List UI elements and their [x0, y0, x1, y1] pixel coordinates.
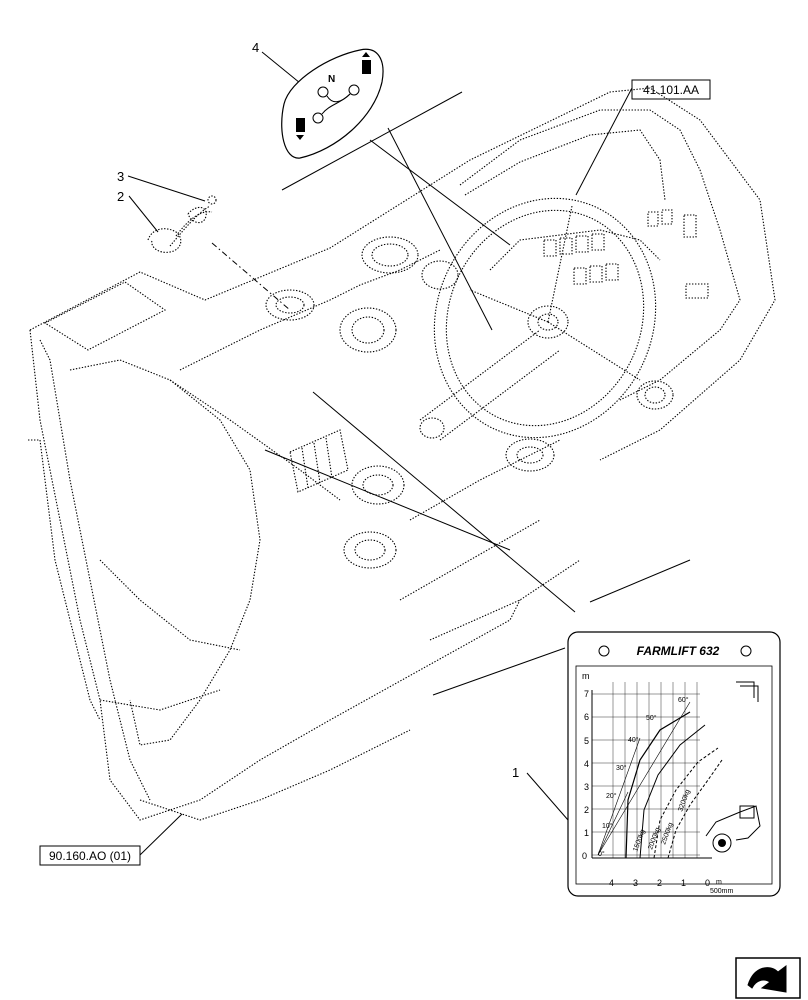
- angle-label: 30°: [616, 764, 627, 772]
- mounting-hole-icon: [598, 645, 610, 657]
- cab-dashboard-outline: [28, 87, 776, 821]
- angle-label: 10°: [602, 822, 613, 830]
- reference-box-top[interactable]: 41.101.AA: [631, 79, 711, 100]
- y-tick: 1: [584, 828, 589, 838]
- boom-angle-labels: 60° 50° 40° 30° 20° 10° 0°: [598, 696, 689, 858]
- angle-label: 20°: [606, 792, 617, 800]
- lock-pin-clip: [147, 195, 217, 253]
- y-tick: 3: [584, 782, 589, 792]
- load-chart-grid: [592, 682, 700, 858]
- angle-label: 60°: [678, 696, 689, 704]
- y-tick: 0: [582, 851, 587, 861]
- x-axis-scale-note: 500mm: [710, 888, 734, 895]
- y-tick: 4: [584, 759, 589, 769]
- callout-2: 2: [117, 189, 124, 204]
- leader-lines: [127, 51, 691, 856]
- angle-label: 40°: [628, 736, 639, 744]
- y-axis-ticks: 7 6 5 4 3 2 1 0: [582, 689, 589, 861]
- x-tick: 2: [657, 878, 662, 888]
- y-tick: 7: [584, 689, 589, 699]
- tractor-reverse-icon: [296, 118, 305, 140]
- x-tick: 1: [681, 878, 686, 888]
- callout-3: 3: [117, 169, 124, 184]
- x-tick: 3: [633, 878, 638, 888]
- y-axis-unit: m: [582, 671, 590, 681]
- callout-4: 4: [252, 40, 259, 55]
- reference-label-top: 41.101.AA: [643, 83, 699, 97]
- y-tick: 5: [584, 736, 589, 746]
- x-axis-ticks: 4 3 2 1 0: [609, 878, 710, 888]
- reference-box-bottom[interactable]: 90.160.AO (01): [39, 845, 141, 866]
- x-axis-unit: m: [716, 879, 722, 886]
- reference-label-bottom: 90.160.AO (01): [49, 849, 131, 863]
- callout-1: 1: [512, 765, 519, 780]
- y-tick: 2: [584, 805, 589, 815]
- x-tick: 4: [609, 878, 614, 888]
- y-tick: 6: [584, 712, 589, 722]
- neutral-letter: N: [328, 74, 335, 85]
- mounting-hole-icon: [740, 645, 752, 657]
- load-chart-decal: FARMLIFT 632 m 7 6 5 4 3 2 1 0: [567, 631, 781, 897]
- shift-pattern-plate: N: [281, 48, 384, 159]
- telehandler-icon: [705, 681, 761, 853]
- x-tick: 0: [705, 878, 710, 888]
- angle-label: 0°: [598, 850, 605, 858]
- lift-envelope: [597, 701, 723, 859]
- angle-label: 50°: [646, 714, 657, 722]
- tractor-forward-icon: [362, 52, 371, 74]
- return-arrow-icon[interactable]: [735, 957, 801, 999]
- decal-title: FARMLIFT 632: [637, 644, 720, 658]
